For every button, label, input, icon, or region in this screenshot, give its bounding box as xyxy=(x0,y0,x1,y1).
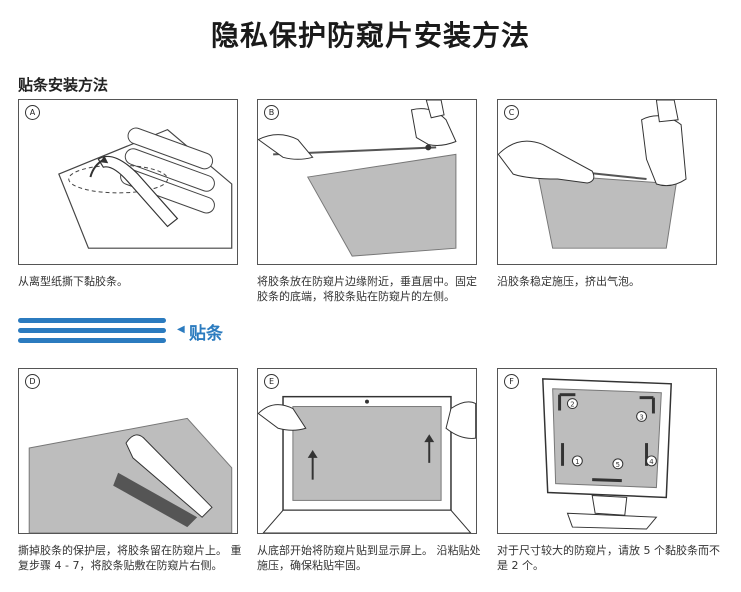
step-b-badge: B xyxy=(264,105,279,120)
remove-liner-drawing xyxy=(28,417,233,533)
step-e-illustration: E xyxy=(257,368,477,534)
strip-sample-2 xyxy=(18,328,166,333)
arrow-left-icon: ◀ xyxy=(177,324,185,335)
strip-sample-1 xyxy=(18,318,166,323)
step-e-badge: E xyxy=(264,374,279,389)
step-d-caption: 撕掉胶条的保护层，将胶条留在防窥片上。 重复步骤 4 - 7，将胶条贴敷在防窥片… xyxy=(18,544,242,572)
marker-2-label: 2 xyxy=(570,401,574,409)
step-c-badge: C xyxy=(504,105,519,120)
step-f-badge: F xyxy=(504,374,519,389)
page-title: 隐私保护防窥片安装方法 xyxy=(210,19,530,52)
press-strip-drawing xyxy=(498,100,687,249)
step-b-illustration: B xyxy=(257,99,477,265)
step-a-illustration: A xyxy=(18,99,238,265)
step-c-illustration: C xyxy=(497,99,717,265)
liner-peel-drawing xyxy=(58,127,233,249)
section-title: 贴条安装方法 xyxy=(18,76,109,94)
marker-1-label: 1 xyxy=(575,458,579,466)
marker-4-label: 4 xyxy=(649,458,653,466)
strip-legend-label: 贴条 xyxy=(189,324,223,344)
step-a-caption: 从离型纸撕下黏胶条。 xyxy=(18,275,128,288)
step-d-illustration: D xyxy=(18,368,238,534)
monitor-strips-drawing: 1 2 3 4 5 xyxy=(542,378,672,530)
step-a-badge: A xyxy=(25,105,40,120)
laptop-apply-drawing xyxy=(258,395,476,533)
step-c-caption: 沿胶条稳定施压，挤出气泡。 xyxy=(497,275,640,288)
step-f-illustration: F 1 2 3 4 5 xyxy=(497,368,717,534)
strip-legend: ◀ 贴条 xyxy=(18,314,228,348)
step-e-caption: 从底部开始将防窥片贴到显示屏上。 沿粘贴处施压，确保粘贴牢固。 xyxy=(257,544,481,572)
marker-5-label: 5 xyxy=(616,461,620,469)
step-f-caption: 对于尺寸较大的防窥片，请放 5 个黏胶条而不是 2 个。 xyxy=(497,544,720,572)
step-d-badge: D xyxy=(25,374,40,389)
step-b-caption: 将胶条放在防窥片边缘附近，垂直居中。固定胶条的底端，将胶条贴在防窥片的左侧。 xyxy=(257,275,477,303)
marker-3-label: 3 xyxy=(639,413,643,421)
strip-placement-drawing xyxy=(258,100,457,257)
strip-sample-3 xyxy=(18,338,166,343)
